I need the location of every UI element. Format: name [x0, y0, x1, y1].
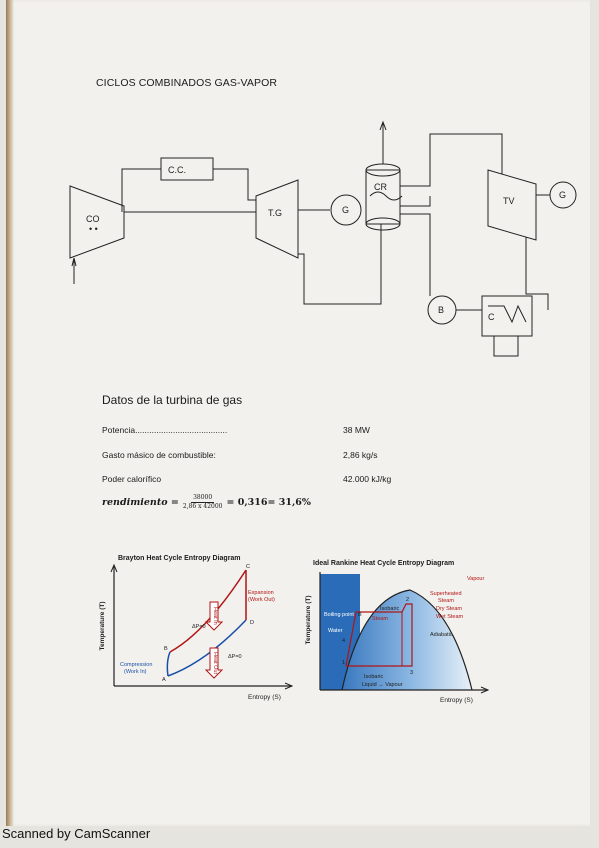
condenser-label: C — [488, 312, 495, 322]
exhaust-line — [298, 224, 382, 305]
air-inlet-arrow — [71, 257, 77, 267]
brayton-point-d: D — [250, 620, 254, 626]
rankine-x-arrow — [480, 686, 490, 694]
brayton-point-b: B — [164, 646, 168, 652]
generator-2-label: G — [559, 190, 566, 200]
rankine-cycle-path — [345, 603, 413, 667]
steam-turbine-shape — [487, 169, 537, 241]
rankine-water-label: Water — [328, 628, 343, 634]
compressor-shape — [69, 185, 125, 259]
brayton-work-out-label: (Work Out) — [248, 597, 275, 603]
condenser-box — [481, 295, 533, 337]
pump-label: B — [438, 305, 444, 315]
gas-turbine-shape — [255, 179, 299, 259]
brayton-title: Brayton Heat Cycle Entropy Diagram — [118, 555, 241, 562]
condenser-water-loop — [493, 336, 519, 357]
formula-result: = 0,316= 31,6% — [226, 497, 311, 508]
line-turbine-to-condenser — [525, 237, 549, 310]
data-row-value-power: 38 MW — [343, 425, 370, 435]
rankine-title: Ideal Rankine Heat Cycle Entropy Diagram — [313, 560, 455, 567]
efficiency-formula: rendimiento = 38000 2,86 x 42000 = 0,316… — [102, 494, 311, 511]
compressor-dots: • • — [89, 224, 98, 234]
data-row-label-power: Potencia................................… — [102, 425, 228, 435]
generator-1-circle — [330, 194, 362, 226]
brayton-heat-in-curve — [169, 569, 247, 653]
rankine-point-4: 4 — [342, 638, 345, 644]
recovery-boiler-bottom — [365, 217, 401, 231]
formula-fraction: 38000 2,86 x 42000 — [183, 494, 223, 511]
rankine-steam-label: Steam — [438, 598, 454, 604]
rankine-point-1: 1 — [342, 660, 345, 666]
formula-numerator: 38000 — [191, 494, 215, 503]
combined-cycle-schematic: CO • • C.C. T.G G CR TV — [69, 120, 577, 357]
rankine-dome-fill — [320, 590, 472, 690]
data-row-label-heating-value: Poder calorífico — [102, 474, 162, 484]
brayton-point-c: C — [246, 564, 250, 570]
rankine-adiabatic-label: Adiabatic — [430, 632, 453, 638]
gas-turbine-section-title: Datos de la turbina de gas — [102, 393, 243, 407]
recovery-boiler-label: CR — [374, 182, 387, 192]
brayton-y-label: Temperature (T) — [99, 602, 106, 651]
steam-line-top — [400, 133, 503, 187]
brayton-heat-out-curve — [167, 619, 247, 677]
data-row-label-mass-flow: Gasto másico de combustible: — [102, 450, 216, 460]
stack-arrow — [379, 120, 387, 131]
rankine-isobaric-top-label: Isobaric — [380, 606, 400, 612]
scanned-page: CICLOS COMBINADOS GAS-VAPOR CO • • C.C. … — [6, 0, 590, 826]
rankine-liquid-vapour-label: Liquid → Vapour — [362, 682, 403, 688]
brayton-heat-out-label: Heat Out — [212, 652, 218, 674]
line-pump-to-boiler — [400, 213, 431, 296]
brayton-heat-in-arrow — [204, 601, 224, 631]
formula-denominator: 2,86 x 42000 — [182, 503, 223, 510]
rankine-point-3: 3 — [410, 670, 413, 676]
brayton-pressure-label-1: ΔP=0 — [192, 624, 206, 630]
brayton-x-label: Entropy (S) — [248, 694, 281, 701]
rankine-boiling-point-label: Boiling point — [324, 612, 354, 618]
gas-turbine-label: T.G — [268, 208, 282, 218]
brayton-x-arrow — [284, 682, 294, 690]
document-title: CICLOS COMBINADOS GAS-VAPOR — [96, 77, 278, 89]
data-row-value-heating-value: 42.000 kJ/kg — [343, 474, 392, 484]
rankine-steam-inner-label: Steam — [372, 616, 388, 622]
generator-1-label: G — [342, 205, 349, 215]
brayton-work-in-label: (Work In) — [124, 669, 147, 675]
recovery-boiler-coil — [369, 191, 403, 201]
brayton-heat-in-label: Heat In — [212, 607, 218, 625]
condenser-coil — [488, 304, 527, 324]
rankine-wet-steam-label: Wet Steam — [436, 614, 464, 620]
generator-2-circle — [549, 181, 577, 209]
rankine-superheated-label: Superheated — [430, 591, 462, 597]
brayton-compression-label: Compression — [120, 662, 152, 668]
rankine-x-label: Entropy (S) — [440, 697, 473, 704]
formula-label: rendimiento = — [102, 497, 179, 508]
steam-turbine-label: TV — [503, 196, 515, 206]
brayton-compression-curve — [166, 651, 171, 677]
line-compressor-to-cc — [121, 168, 161, 212]
brayton-point-a: A — [162, 677, 166, 683]
brayton-pressure-label-2: ΔP=0 — [228, 654, 242, 660]
data-row-value-mass-flow: 2,86 kg/s — [343, 450, 378, 460]
scanner-footer: Scanned by CamScanner — [2, 826, 151, 841]
recovery-boiler-body — [365, 169, 401, 225]
rankine-y-label: Temperature (T) — [305, 596, 312, 645]
line-cc-to-turbine — [213, 168, 256, 201]
compressor-label: CO — [86, 214, 100, 224]
brayton-diagram: Heat In Heat Out Expansion (Work Out) Co… — [99, 563, 294, 701]
brayton-heat-out-arrow — [204, 647, 224, 679]
rankine-point-2: 2 — [406, 597, 409, 603]
steam-line-side — [400, 196, 431, 207]
page-binding-edge — [6, 0, 14, 826]
rankine-isobaric-bottom-label: Isobaric — [364, 674, 384, 680]
combustion-chamber-label: C.C. — [168, 165, 186, 175]
rankine-saturation-dome — [341, 589, 473, 691]
rankine-b-label: B — [358, 612, 362, 618]
rankine-diagram: Vapour Superheated Steam Dry Steam Wet S… — [305, 572, 490, 704]
brayton-expansion-label: Expansion — [248, 590, 274, 596]
rankine-dry-steam-label: Dry Steam — [436, 606, 462, 612]
rankine-vapour-label: Vapour — [467, 576, 484, 582]
brayton-y-arrow — [110, 563, 118, 573]
